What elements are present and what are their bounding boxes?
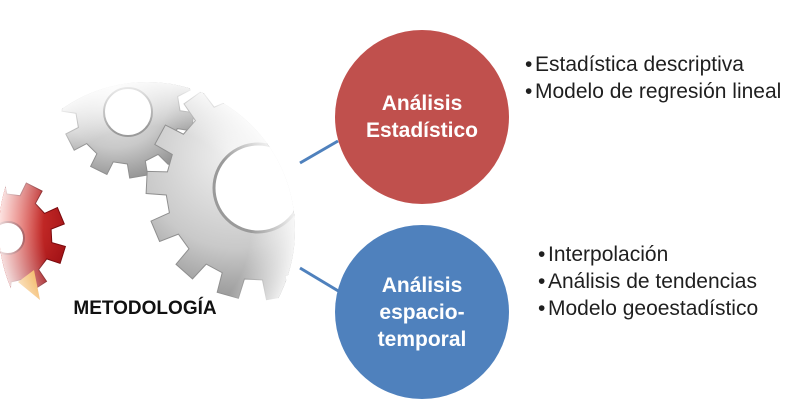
spatiotemporal-items-list: Interpolación Análisis de tendencias Mod… <box>538 241 768 322</box>
list-item: Modelo de regresión lineal <box>525 78 805 105</box>
branch-node-spatiotemporal: Análisis espacio- temporal <box>335 225 509 399</box>
branch-title-line: espacio- <box>379 300 465 324</box>
branch-node-statistics: Análisis Estadístico <box>335 30 509 204</box>
center-node-label: METODOLOGÍA <box>73 298 217 319</box>
branch-title-line: temporal <box>377 327 467 351</box>
list-item: Estadística descriptiva <box>525 51 805 78</box>
list-item: Modelo geoestadístico <box>538 295 768 322</box>
branch-title-line: Análisis <box>381 273 463 297</box>
gears-icon <box>0 82 295 378</box>
connector-line <box>299 139 339 165</box>
branch-title-line: Estadístico <box>365 119 479 142</box>
branch-title-line: Análisis <box>381 92 463 115</box>
list-item: Interpolación <box>538 241 768 268</box>
statistics-items-list: Estadística descriptiva Modelo de regres… <box>525 51 805 105</box>
list-item: Análisis de tendencias <box>538 268 768 295</box>
